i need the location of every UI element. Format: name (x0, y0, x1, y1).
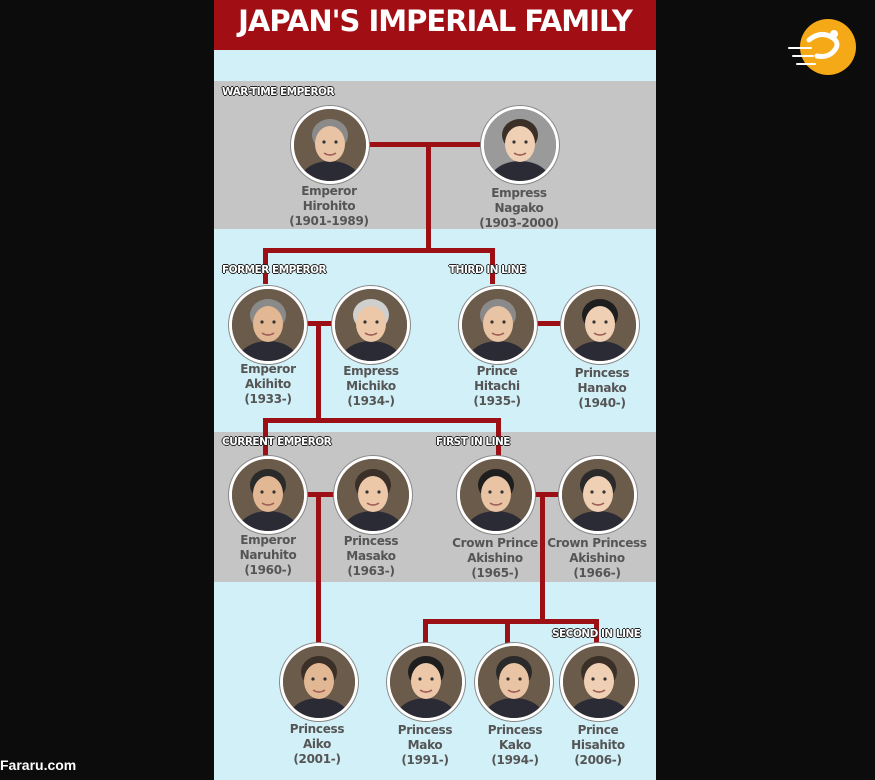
portrait-photo (561, 286, 639, 364)
descent-line-akishino (540, 492, 545, 622)
portrait-photo (559, 456, 637, 534)
children-bar-akishino (423, 619, 599, 624)
portrait-photo (229, 456, 307, 534)
label-former-emperor: FORMER EMPEROR (222, 264, 327, 276)
child-drop-hisahito (594, 619, 599, 645)
descent-line-naruhito (316, 492, 321, 646)
portrait-photo (332, 286, 410, 364)
children-bar-akihito (263, 418, 501, 423)
descent-line-hirohito (426, 142, 431, 252)
portrait-photo (334, 456, 412, 534)
child-drop-akihito (263, 248, 268, 284)
portrait-photo (229, 286, 307, 364)
portrait-photo (481, 106, 559, 184)
label-first-in-line: FIRST IN LINE (436, 436, 510, 448)
marriage-line-akishino (534, 492, 564, 497)
child-drop-akishino (496, 418, 501, 456)
portrait-photo (560, 643, 638, 721)
label-second-in-line: SECOND IN LINE (552, 628, 641, 640)
portrait-photo (387, 643, 465, 721)
portrait-photo (459, 286, 537, 364)
child-drop-kako (505, 619, 510, 645)
family-tree-panel: JAPAN'S IMPERIAL FAMILY WAR-TIME EMPEROR… (214, 0, 656, 780)
marriage-line-hitachi (534, 321, 564, 326)
marriage-line-akihito (306, 321, 336, 326)
title-bar: JAPAN'S IMPERIAL FAMILY (214, 0, 656, 50)
marriage-line-naruhito (306, 492, 336, 497)
portrait-photo (280, 643, 358, 721)
portrait-photo (475, 643, 553, 721)
site-logo (787, 18, 857, 78)
children-bar-hirohito (263, 248, 495, 253)
page-title: JAPAN'S IMPERIAL FAMILY (238, 4, 633, 38)
descent-line-akihito (316, 321, 321, 421)
label-third-in-line: THIRD IN LINE (449, 264, 526, 276)
portrait-photo (457, 456, 535, 534)
child-drop-mako (423, 619, 428, 645)
child-drop-naruhito (263, 418, 268, 456)
label-wartime-emperor: WAR-TIME EMPEROR (222, 86, 335, 98)
generation-band-wartime (214, 81, 656, 229)
child-drop-hitachi (490, 248, 495, 284)
label-current-emperor: CURRENT EMPEROR (222, 436, 332, 448)
watermark-text: Fararu.com (0, 757, 77, 773)
portrait-photo (291, 106, 369, 184)
